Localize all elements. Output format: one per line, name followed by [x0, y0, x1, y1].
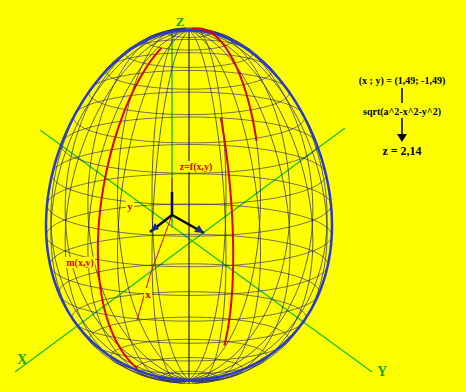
axis-label: Y: [377, 364, 387, 379]
vector: [172, 215, 204, 233]
red-curve: [192, 28, 256, 141]
red-guide: [172, 178, 173, 215]
meridian: [189, 30, 313, 380]
formula: sqrt(a^2-x^2-y^2): [363, 106, 441, 117]
meridian: [51, 30, 189, 380]
z-axis-line: [171, 30, 173, 228]
parallel: [135, 358, 243, 382]
variable-label: y: [126, 200, 134, 212]
meridian: [189, 30, 327, 380]
meridian: [189, 30, 313, 381]
parallel: [106, 53, 272, 89]
arrowhead: [397, 134, 407, 142]
axis-label: Z: [176, 15, 185, 29]
basis-vectors: [150, 192, 204, 233]
axis-label: X: [17, 352, 27, 367]
red-curves: [98, 28, 257, 368]
arrowhead: [194, 225, 204, 233]
flow-line: [401, 118, 403, 136]
parallel: [89, 70, 290, 114]
meridian: [189, 30, 226, 383]
red-curve: [221, 118, 233, 346]
function-label: z=f(x,y): [179, 161, 214, 172]
parallel: [50, 234, 328, 295]
flow-line: [401, 88, 403, 103]
wireframe: [46, 28, 332, 384]
y-axis-line: [40, 130, 372, 372]
egg-outline: [189, 30, 332, 380]
meridian: [51, 30, 189, 380]
meridian: [65, 30, 189, 380]
meridian: [65, 30, 189, 381]
meridian: [152, 30, 189, 383]
meridian: [118, 30, 189, 383]
egg-outline: [46, 30, 189, 380]
parallel: [47, 174, 331, 236]
result-value: z = 2,14: [382, 145, 421, 158]
parallel: [46, 204, 332, 267]
vector: [171, 192, 174, 215]
parallel: [161, 371, 216, 383]
point-value: (x ; y) = (1,49; -1,49): [359, 75, 446, 86]
parallel: [61, 117, 317, 173]
red-curve: [98, 48, 162, 369]
meridian: [189, 30, 260, 383]
parallel: [73, 92, 304, 143]
variable-label: x: [144, 288, 152, 300]
parallel: [125, 39, 252, 67]
red-guide: [137, 215, 172, 320]
arrowhead: [150, 223, 159, 232]
vector: [150, 215, 172, 232]
x-axis-line: [15, 128, 345, 372]
function-label: m(x,y): [65, 257, 95, 268]
parallel: [52, 144, 326, 204]
